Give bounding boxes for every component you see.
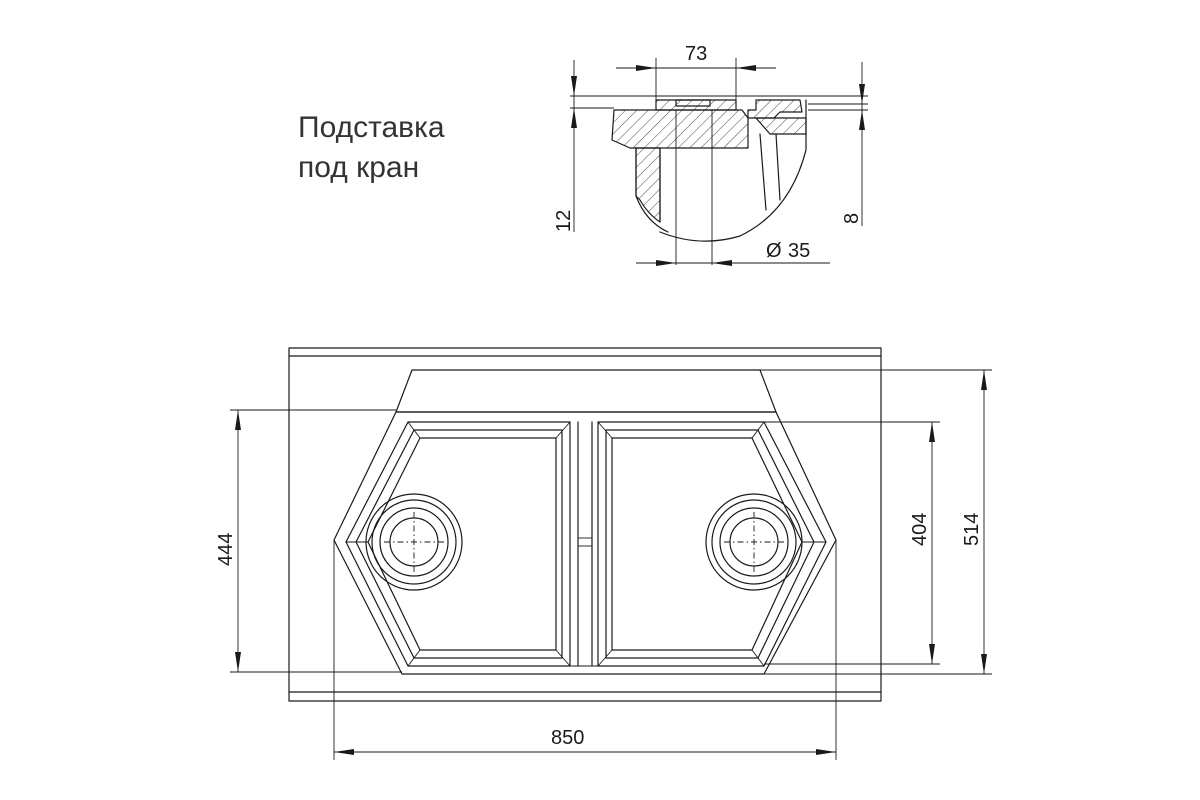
dimension-73: 73 [616, 43, 776, 100]
section-plate [611, 109, 749, 149]
faucet-stand-section-view [570, 95, 868, 265]
countertop-outline [288, 347, 882, 702]
dim-text-404: 404 [909, 513, 931, 546]
dimension-514: 514 [760, 369, 992, 675]
dim-text-12: 12 [553, 210, 575, 232]
left-drain [365, 493, 463, 591]
sink-outer-outline [333, 411, 837, 675]
left-bowl [345, 421, 571, 667]
dim-text-73: 73 [685, 43, 707, 65]
dim-text-35: 35 [788, 240, 810, 262]
dim-text-diameter-symbol: Ø [766, 240, 782, 262]
dim-text-850: 850 [551, 727, 584, 749]
dim-text-444: 444 [215, 533, 237, 566]
dimension-12: 12 [553, 60, 577, 232]
dim-text-514: 514 [961, 513, 983, 546]
right-bowl [597, 421, 827, 667]
faucet-deck [395, 369, 777, 413]
dimension-8: 8 [841, 62, 865, 226]
faucet-stand-caption: Подставка под кран [298, 108, 445, 188]
dimension-850: 850 [333, 540, 837, 760]
section-lip [655, 99, 737, 111]
dimension-diameter-35: Ø 35 [636, 240, 830, 266]
caption-line-2: под кран [298, 151, 420, 184]
section-rim [747, 99, 803, 119]
bowl-divider [570, 421, 598, 667]
dim-text-8: 8 [841, 213, 863, 224]
dimension-444: 444 [215, 409, 402, 673]
right-drain [705, 493, 803, 591]
dimension-404: 404 [764, 421, 940, 665]
caption-line-1: Подставка [298, 111, 445, 144]
sink-plan-view [288, 347, 882, 702]
